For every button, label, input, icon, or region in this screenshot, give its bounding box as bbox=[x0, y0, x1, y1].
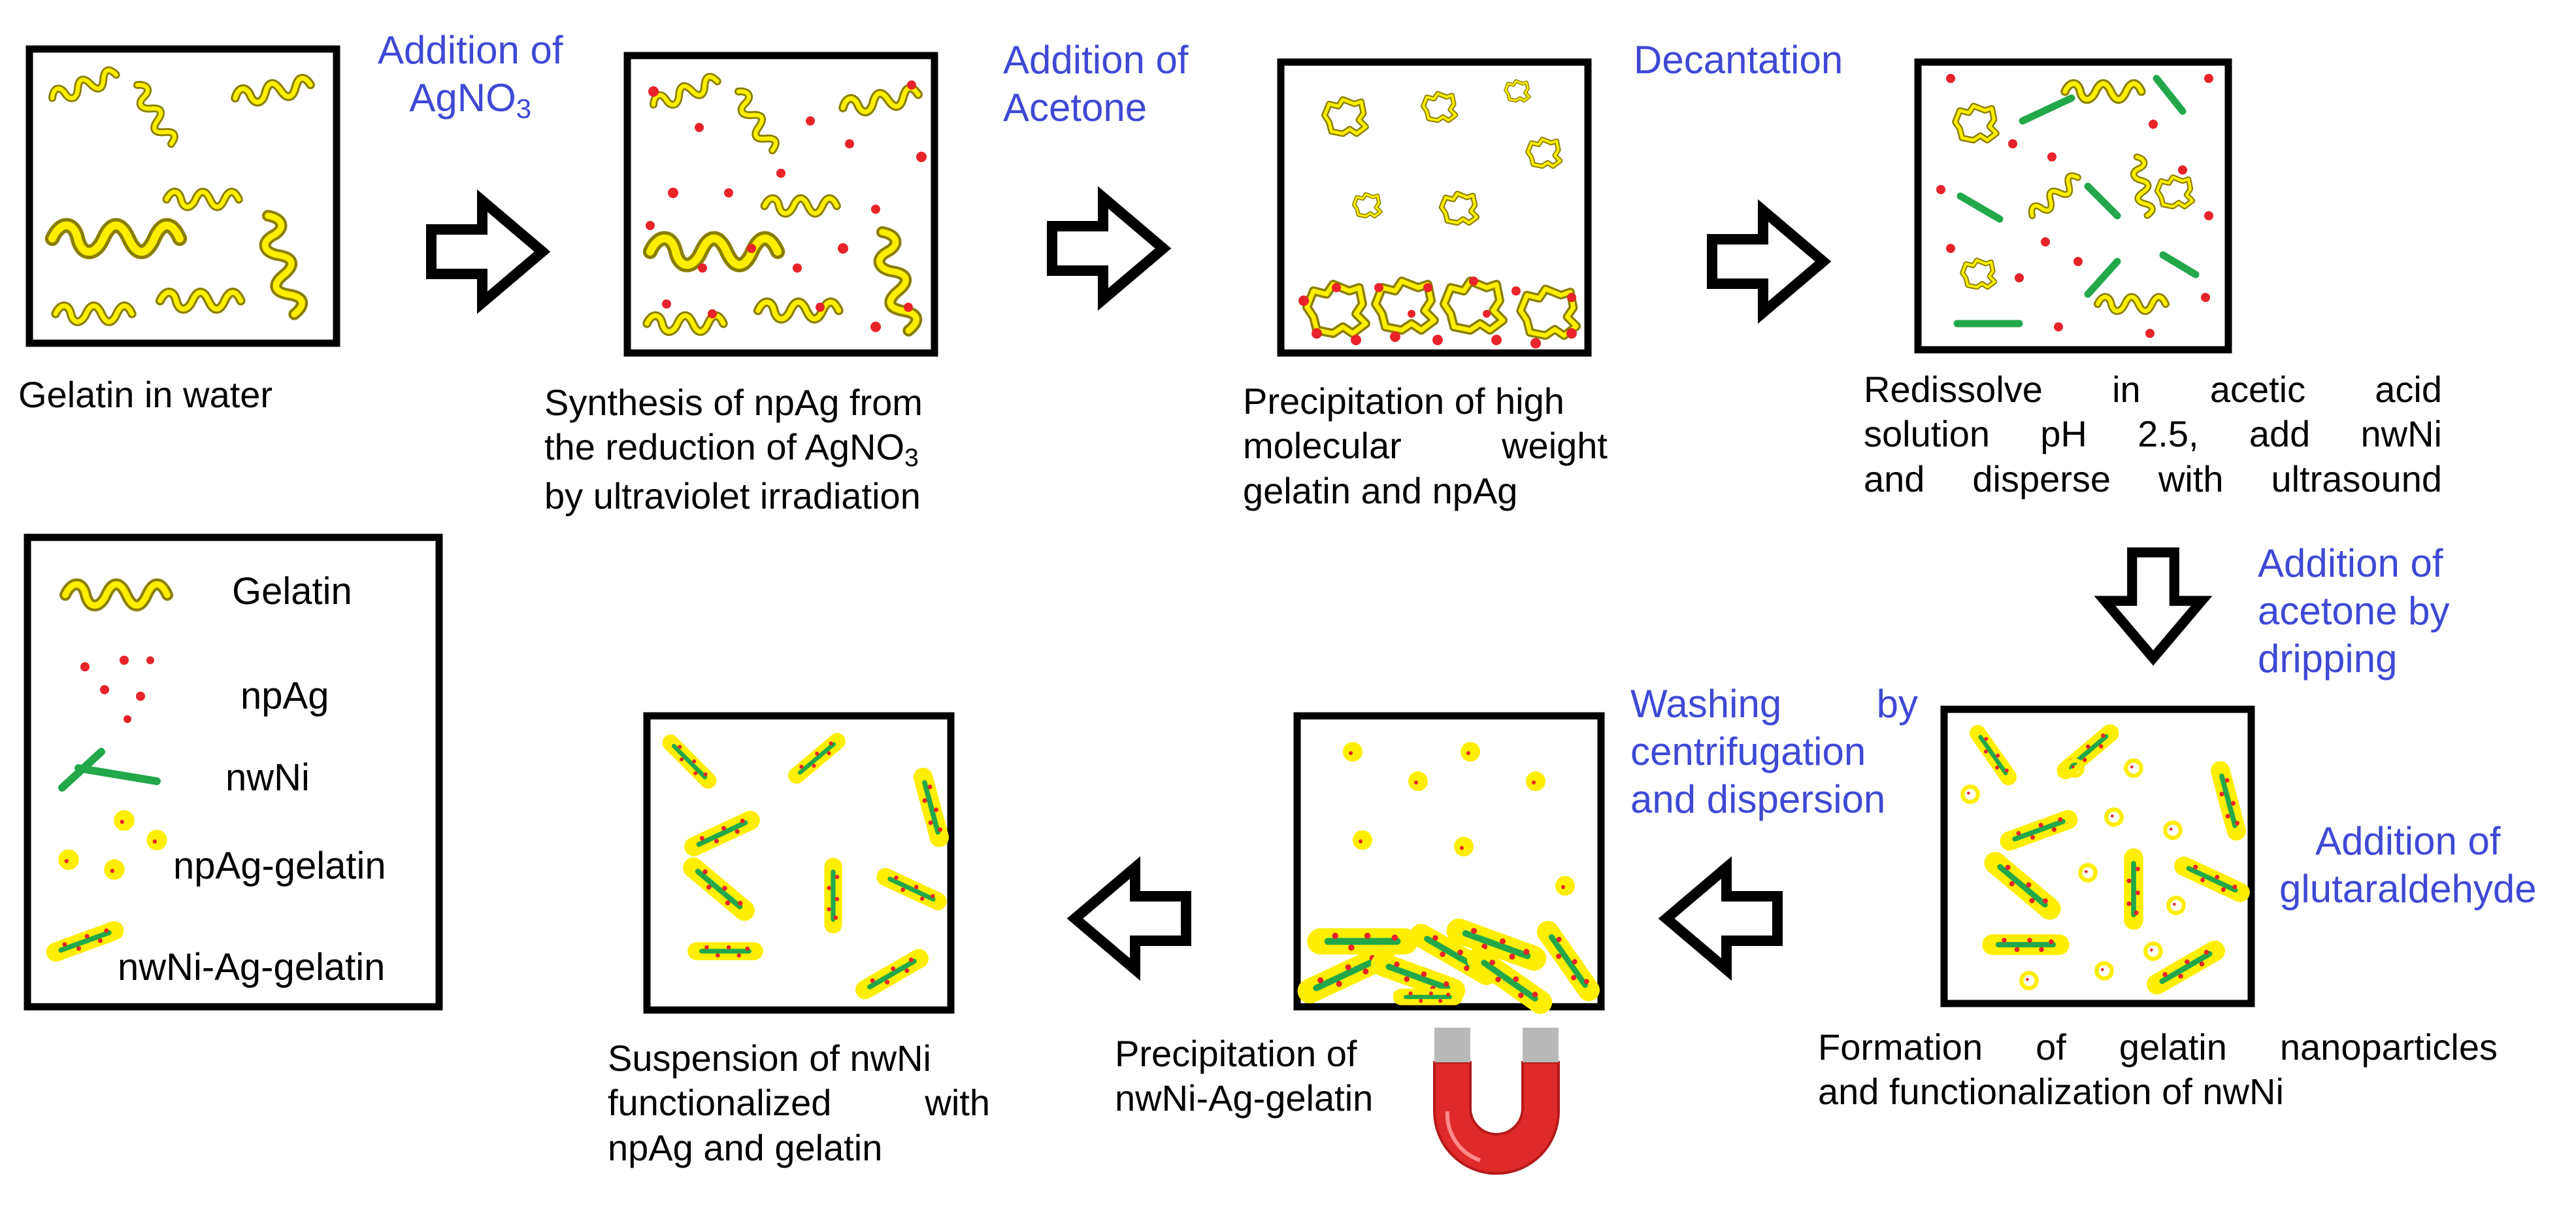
box-suspension bbox=[643, 712, 951, 1014]
caption-redissolve: Redissolve in acetic acid solution pH 2.… bbox=[1864, 367, 2442, 501]
caption-line: Gelatin in water bbox=[18, 374, 273, 415]
caption-line: gelatin and npAg bbox=[1243, 469, 1518, 511]
legend-label-npag: npAg bbox=[240, 675, 329, 717]
caption-magnetic-precipitation: Precipitation of nwNi-Ag-gelatin bbox=[1115, 1032, 1373, 1121]
caption-nanoparticle-formation: Formation of gelatin nanoparticles and f… bbox=[1818, 1025, 2498, 1115]
note-line: acetone by bbox=[2258, 589, 2450, 633]
note-washing: Washing by centrifugation and dispersion bbox=[1630, 680, 1918, 824]
note-line: Addition of bbox=[378, 28, 563, 72]
note-line: Washing by bbox=[1630, 682, 1918, 726]
arrow-step-5 bbox=[1666, 868, 1777, 970]
note-line: Acetone bbox=[1003, 86, 1148, 130]
note-line: and dispersion bbox=[1630, 777, 1886, 822]
arrow-step-3 bbox=[1712, 211, 1823, 312]
note-glutaraldehyde: Addition of glutaraldehyde bbox=[2279, 817, 2537, 913]
note-line: Addition of bbox=[2258, 541, 2443, 585]
caption-line-text: the reduction of AgNO bbox=[544, 426, 905, 468]
legend-label-npag-gelatin: npAg-gelatin bbox=[173, 845, 386, 887]
caption-line: Synthesis of npAg from bbox=[544, 382, 923, 423]
note-line: Addition of bbox=[1003, 38, 1189, 82]
caption-gelatin-in-water: Gelatin in water bbox=[18, 373, 272, 417]
box-redissolve bbox=[1914, 58, 2232, 354]
caption-line: Suspension of nwNi bbox=[608, 1037, 931, 1079]
note-addition-acetone: Addition of Acetone bbox=[1003, 36, 1189, 131]
box-gelatin-in-water bbox=[25, 45, 340, 347]
note-line: Addition of bbox=[2315, 819, 2501, 863]
caption-line: Formation of gelatin nanoparticles bbox=[1818, 1026, 2498, 1068]
arrow-step-6 bbox=[1075, 868, 1186, 970]
caption-line: functionalized with bbox=[608, 1082, 990, 1124]
caption-line: Precipitation of bbox=[1115, 1033, 1357, 1074]
arrow-step-2 bbox=[1052, 197, 1163, 299]
npag-dots-icon bbox=[80, 656, 154, 723]
note-addition-agno3: Addition of AgNO3 bbox=[378, 26, 563, 126]
note-line: dripping bbox=[2258, 637, 2398, 681]
caption-precipitation: Precipitation of high molecular weight g… bbox=[1243, 379, 1608, 513]
caption-line: Redissolve in acetic acid bbox=[1864, 369, 2442, 410]
legend-label-gelatin: Gelatin bbox=[232, 570, 352, 613]
note-line: centrifugation bbox=[1630, 730, 1866, 774]
caption-line: by ultraviolet irradiation bbox=[544, 475, 921, 516]
arrow-step-4 bbox=[2105, 552, 2202, 658]
box-npag-synthesis bbox=[623, 52, 938, 357]
caption-line: and disperse with ultrasound bbox=[1864, 458, 2442, 499]
subscript: 3 bbox=[904, 444, 919, 473]
note-decantation: Decantation bbox=[1634, 36, 1843, 84]
arrow-step-1 bbox=[431, 201, 542, 303]
box-magnetic-precipitation bbox=[1293, 712, 1601, 1009]
nwni-wires-icon bbox=[58, 748, 161, 792]
legend-label-nwni: nwNi bbox=[225, 756, 310, 799]
box-nanoparticle-formation bbox=[1940, 705, 2255, 1007]
magnet-icon bbox=[1433, 1028, 1560, 1175]
note-line: Decantation bbox=[1634, 38, 1843, 82]
caption-line: npAg and gelatin bbox=[608, 1126, 883, 1168]
legend-box bbox=[24, 533, 443, 1011]
caption-line: Precipitation of high bbox=[1243, 380, 1564, 422]
note-line-text: AgNO bbox=[409, 76, 516, 120]
caption-line: nwNi-Ag-gelatin bbox=[1115, 1077, 1374, 1119]
note-line: glutaraldehyde bbox=[2279, 867, 2537, 911]
caption-line: molecular weight bbox=[1243, 425, 1608, 467]
legend-label-nwni-ag-gelatin: nwNi-Ag-gelatin bbox=[118, 946, 386, 988]
caption-line: the reduction of AgNO3 bbox=[544, 425, 923, 474]
note-line: AgNO3 bbox=[378, 74, 563, 126]
caption-npag-synthesis: Synthesis of npAg from the reduction of … bbox=[544, 380, 923, 518]
caption-line: solution pH 2.5, add nwNi bbox=[1864, 413, 2442, 455]
note-acetone-dripping: Addition of acetone by dripping bbox=[2258, 539, 2450, 683]
box-precipitation bbox=[1277, 58, 1592, 357]
caption-line: and functionalization of nwNi bbox=[1818, 1071, 2284, 1113]
subscript: 3 bbox=[516, 93, 532, 124]
caption-suspension: Suspension of nwNi functionalized with n… bbox=[608, 1036, 990, 1170]
